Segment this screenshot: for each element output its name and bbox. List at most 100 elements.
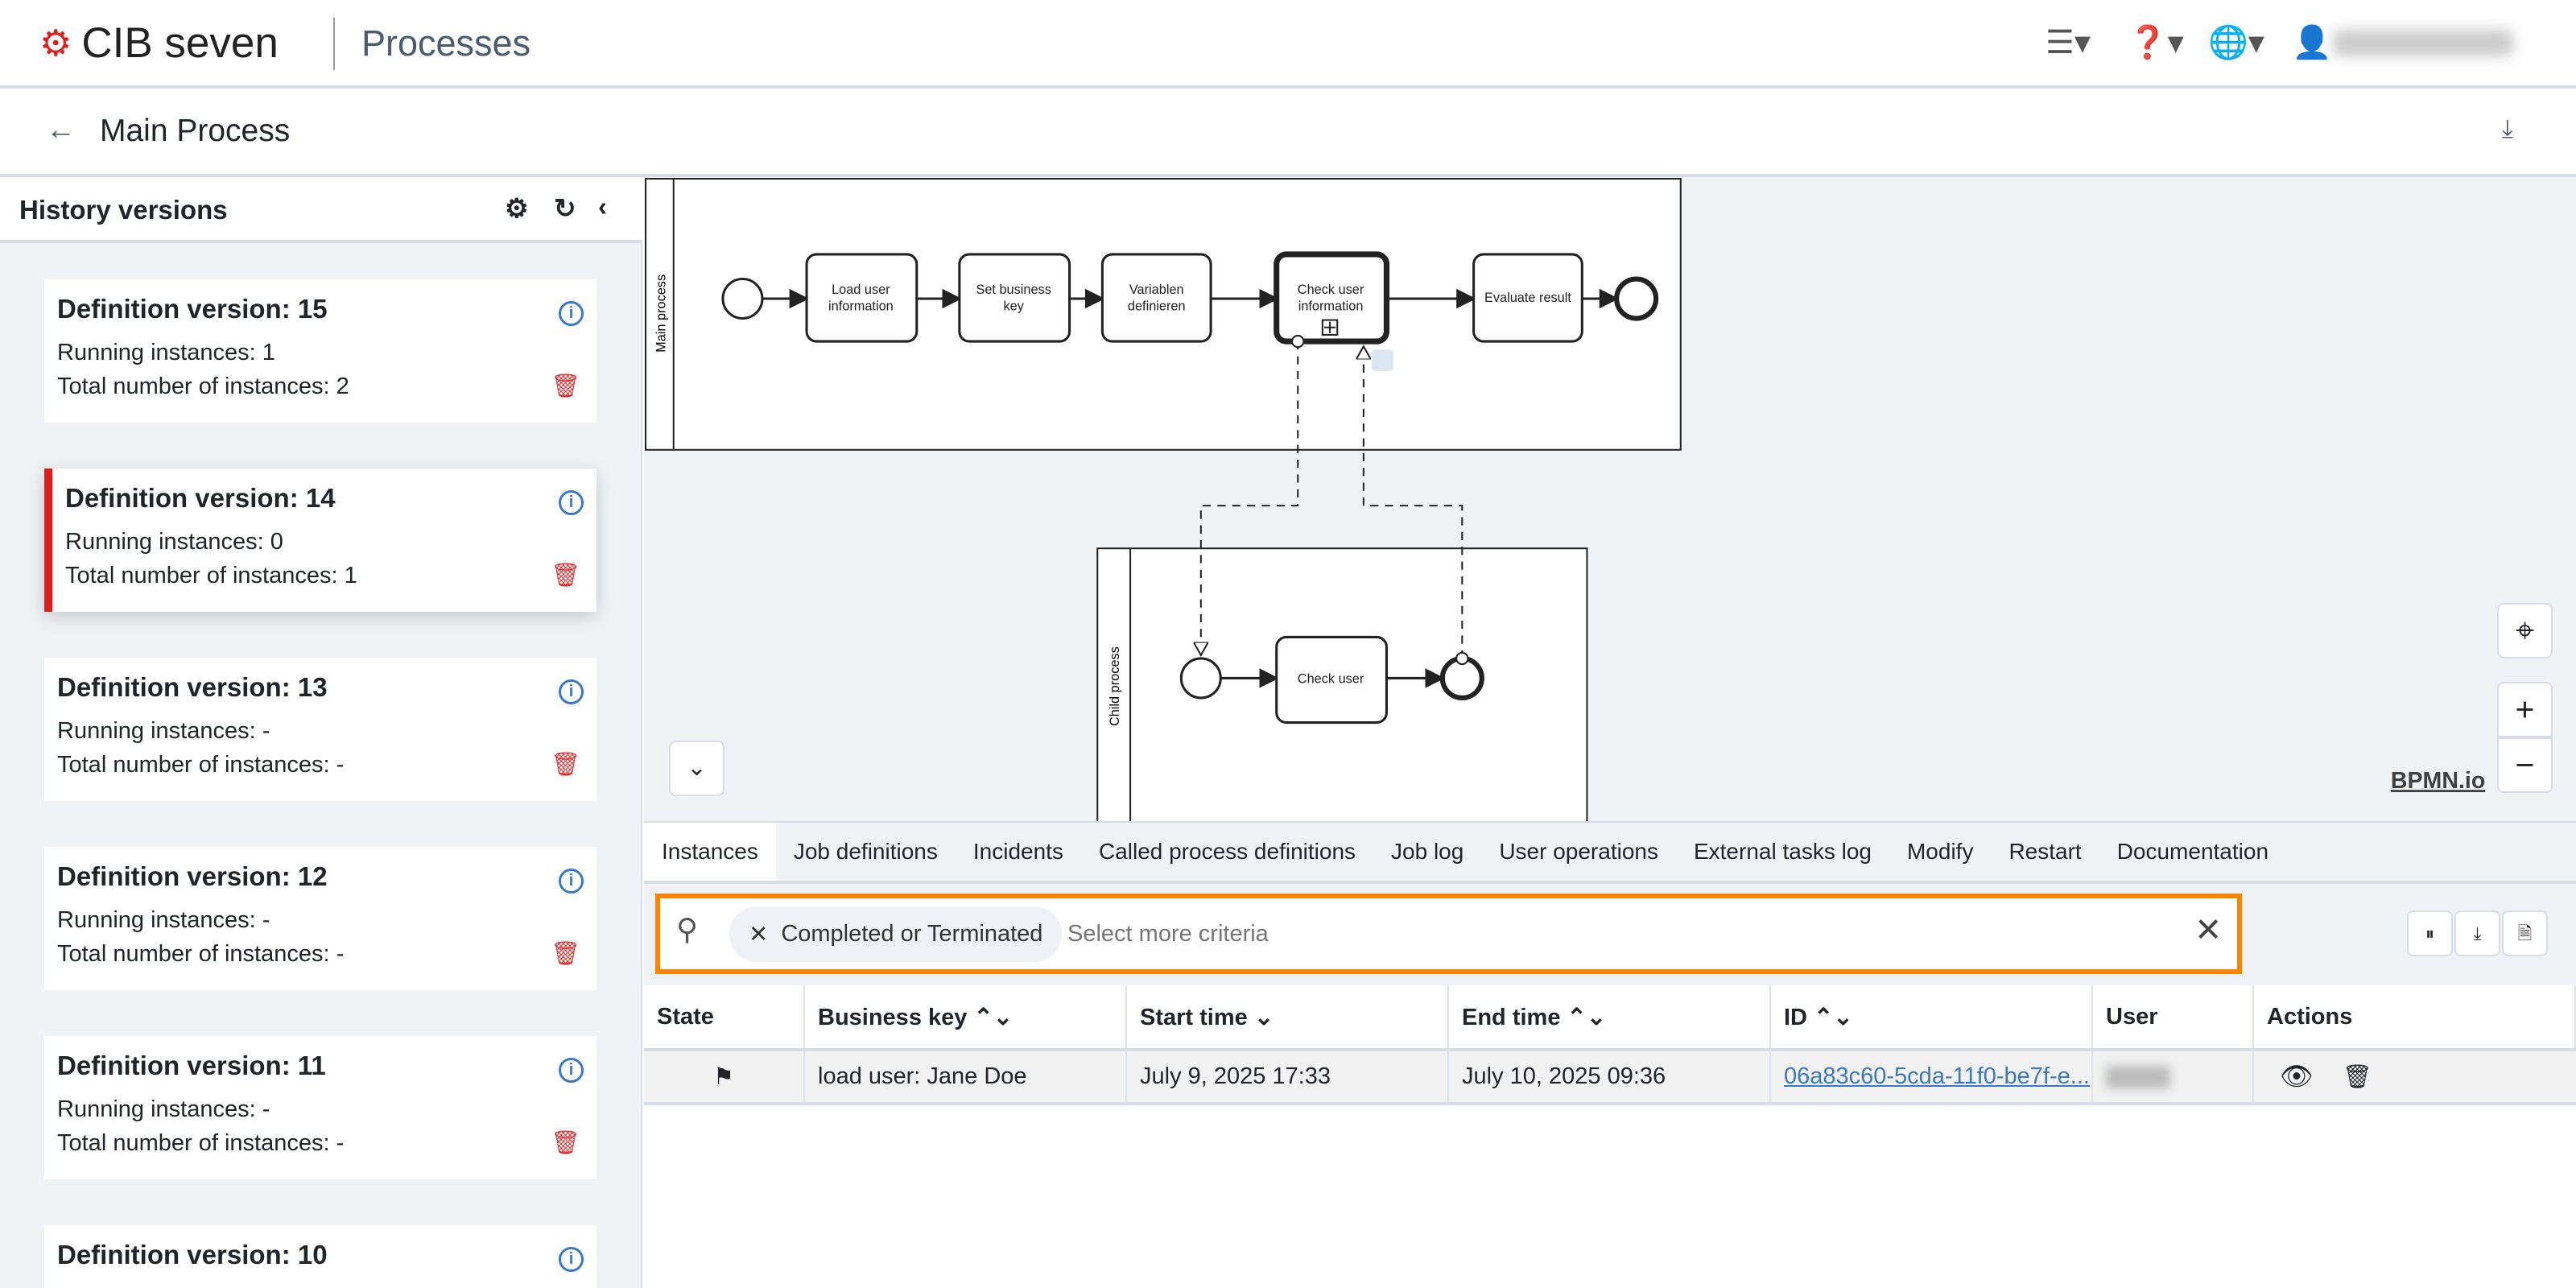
center-icon[interactable]: ⌖ [2497,603,2553,658]
svg-text:Set business: Set business [976,283,1051,297]
instance-id-link[interactable]: 06a83c60-5cda-11f0-be7f-e... [1784,1063,2090,1089]
table-row[interactable]: ⚑ load user: Jane Doe July 9, 2025 17:33… [644,1048,2576,1105]
version-title: Definition version: 15 [57,294,328,324]
task-load-user [805,253,919,343]
main-pool-label: Main process [654,275,669,353]
tab-called-process-definitions[interactable]: Called process definitions [1098,839,1356,864]
version-title: Definition version: 14 [65,483,336,513]
user-icon[interactable]: 👤 [2292,25,2332,60]
info-icon[interactable]: i [559,301,584,326]
info-icon[interactable]: i [559,490,584,515]
zoom-out-button[interactable]: − [2497,737,2553,793]
version-card[interactable]: Definition version: 15 Running instances:… [44,279,597,423]
criteria-input[interactable] [1067,914,2053,954]
info-icon[interactable]: i [559,1058,584,1083]
version-title: Definition version: 10 [57,1240,328,1269]
expand-button[interactable]: ⌄ [669,741,724,796]
column-header: Actions [2254,985,2576,1048]
trash-icon[interactable]: 🗑 [551,1130,580,1156]
running-instances: Running instances: - [57,1096,270,1122]
svg-text:definieren: definieren [1128,299,1186,313]
menu-icon[interactable]: ☰▾ [2046,25,2091,60]
download-icon[interactable]: ⤓ [2502,114,2513,142]
top-navbar: ⚙CIB seven Processes ☰▾ ❓▾ 🌐▾ 👤 [0,0,2576,89]
column-header: State [644,985,805,1048]
svg-text:information: information [828,299,894,313]
version-card[interactable]: Definition version: 13 Running instances:… [44,658,597,801]
column-header[interactable]: End time ⌃⌄ [1449,985,1771,1048]
total-instances: Total number of instances: - [57,752,345,778]
task-evaluate-result [1472,253,1583,343]
version-card[interactable]: Definition version: 14 Running instances:… [44,469,597,612]
user-name-blurred[interactable] [2333,30,2513,56]
end-time-cell: July 10, 2025 09:36 [1449,1051,1771,1102]
help-icon[interactable]: ❓▾ [2128,25,2184,60]
running-instances: Running instances: - [57,718,270,744]
filter-chip[interactable]: ✕Completed or Terminated [729,906,1063,962]
tab-job-log[interactable]: Job log [1391,839,1464,864]
close-icon[interactable]: ✕ [749,922,769,947]
svg-text:Evaluate result: Evaluate result [1484,291,1571,305]
version-card[interactable]: Definition version: 12 Running instances:… [44,847,597,990]
refresh-icon[interactable]: ↻ [554,193,576,223]
export-file-icon[interactable]: 🗎 [2502,910,2548,956]
trash-icon[interactable]: 🗑 [551,374,580,399]
svg-text:key: key [1003,299,1024,313]
tab-bar: Instances Job definitions Incidents Called … [644,821,2576,884]
trash-icon[interactable]: 🗑 [551,941,580,967]
trash-icon[interactable]: 🗑 [551,752,580,778]
globe-icon[interactable]: 🌐▾ [2208,25,2264,60]
task-check-user-information [1274,251,1390,345]
title-bar: ← Main Process ⤓ [0,89,2576,177]
brand-logo[interactable]: ⚙CIB seven [39,19,279,67]
task-set-business-key [958,253,1071,343]
tab-documentation[interactable]: Documentation [2116,839,2269,864]
task-check-user [1275,635,1388,724]
arrow-left-icon[interactable]: ← [46,113,76,146]
end-event [1614,276,1659,321]
tab-external-tasks-log[interactable]: External tasks log [1693,839,1872,864]
column-header[interactable]: ID ⌃⌄ [1771,985,2093,1048]
version-title: Definition version: 13 [57,672,328,702]
tab-job-definitions[interactable]: Job definitions [793,839,938,864]
version-title: Definition version: 12 [57,861,328,891]
bpmn-diagram[interactable]: Main process Child process Load userinfo… [644,177,2576,821]
clear-icon[interactable]: ✕ [2194,911,2223,948]
running-instances: Running instances: - [57,907,270,933]
info-icon[interactable]: i [559,1247,584,1272]
column-header[interactable]: Start time ⌄ [1127,985,1449,1048]
pause-icon[interactable]: ⏸ [2407,910,2453,956]
column-header: User [2093,985,2254,1048]
svg-text:information: information [1298,299,1364,313]
tab-user-operations[interactable]: User operations [1499,839,1658,864]
info-icon[interactable]: i [559,679,584,704]
zoom-in-button[interactable]: + [2497,682,2553,737]
tab-restart[interactable]: Restart [2008,839,2082,864]
logo-icon: ⚙ [39,23,72,64]
trash-icon[interactable]: 🗑 [2342,1063,2372,1090]
total-instances: Total number of instances: - [57,1130,345,1156]
info-icon[interactable]: i [559,869,584,894]
trash-icon[interactable]: 🗑 [551,563,580,588]
user-cell [2093,1051,2254,1102]
tab-modify[interactable]: Modify [1906,839,1974,864]
column-header[interactable]: Business key ⌃⌄ [805,985,1127,1048]
tab-incidents[interactable]: Incidents [972,839,1063,864]
total-instances: Total number of instances: - [57,941,345,967]
running-instances: Running instances: 1 [57,340,275,365]
download-icon[interactable]: ⤓ [2454,910,2500,956]
view-icon[interactable]: 👁 [2280,1061,2314,1091]
filter-search-box[interactable]: ⚲ ✕Completed or Terminated ✕ [655,894,2242,974]
version-card[interactable]: Definition version: 10 i [44,1225,597,1288]
running-instances: Running instances: 0 [65,529,283,555]
search-icon: ⚲ [676,913,699,946]
child-start-event [1179,657,1222,700]
collapse-icon[interactable]: ‹ [598,192,607,221]
sidebar-header: History versions ⚙ ↻ ‹ [0,177,642,243]
tab-instances[interactable]: Instances [644,823,776,881]
history-versions-sidebar: History versions ⚙ ↻ ‹ Definition versio… [0,177,642,1288]
settings-icon[interactable]: ⚙ [505,193,529,223]
